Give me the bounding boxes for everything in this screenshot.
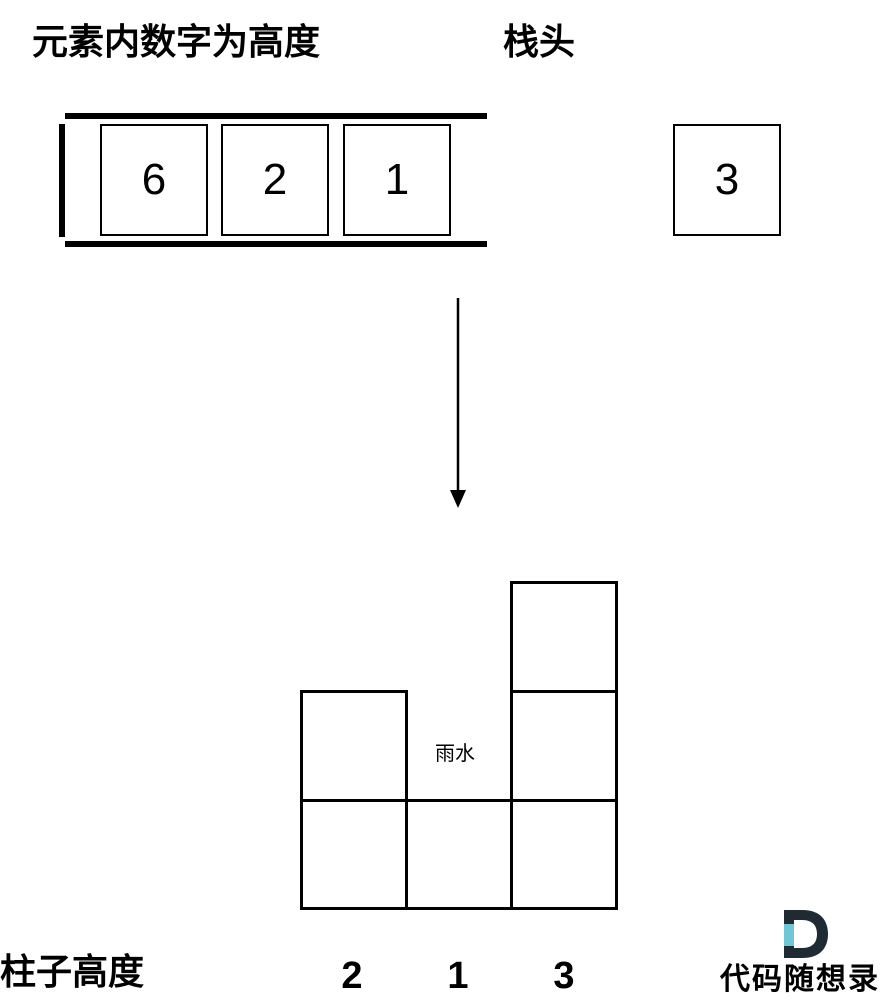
stack-head-title: 栈头 xyxy=(503,21,576,62)
pillar-3-cell-3 xyxy=(510,581,618,693)
stack-element-3: 1 xyxy=(343,124,451,236)
pillar-height-1: 2 xyxy=(341,955,363,997)
pillar-3-cell-2 xyxy=(510,690,618,802)
stack-top-wall xyxy=(65,113,487,119)
rain-label: 雨水 xyxy=(435,741,475,765)
logo-text: 代码随想录 xyxy=(720,962,880,997)
element-height-title: 元素内数字为高度 xyxy=(32,21,321,62)
stack-element-2: 2 xyxy=(221,124,329,236)
pillar-height-2: 1 xyxy=(447,955,469,997)
pillar-1-cell-2 xyxy=(300,690,408,802)
pillar-height-label: 柱子高度 xyxy=(0,951,145,992)
down-arrow-icon xyxy=(450,298,466,508)
pillar-1-cell-1 xyxy=(300,799,408,910)
pillar-3-cell-1 xyxy=(510,799,618,910)
stack-bottom-end xyxy=(59,124,65,237)
pillar-height-3: 3 xyxy=(553,955,575,997)
stack-bottom-wall xyxy=(65,241,487,247)
logo-d-icon xyxy=(784,910,828,958)
stack-element-1: 6 xyxy=(100,124,208,236)
pillar-2-cell-1 xyxy=(405,799,513,910)
stack-head-element: 3 xyxy=(673,124,781,236)
